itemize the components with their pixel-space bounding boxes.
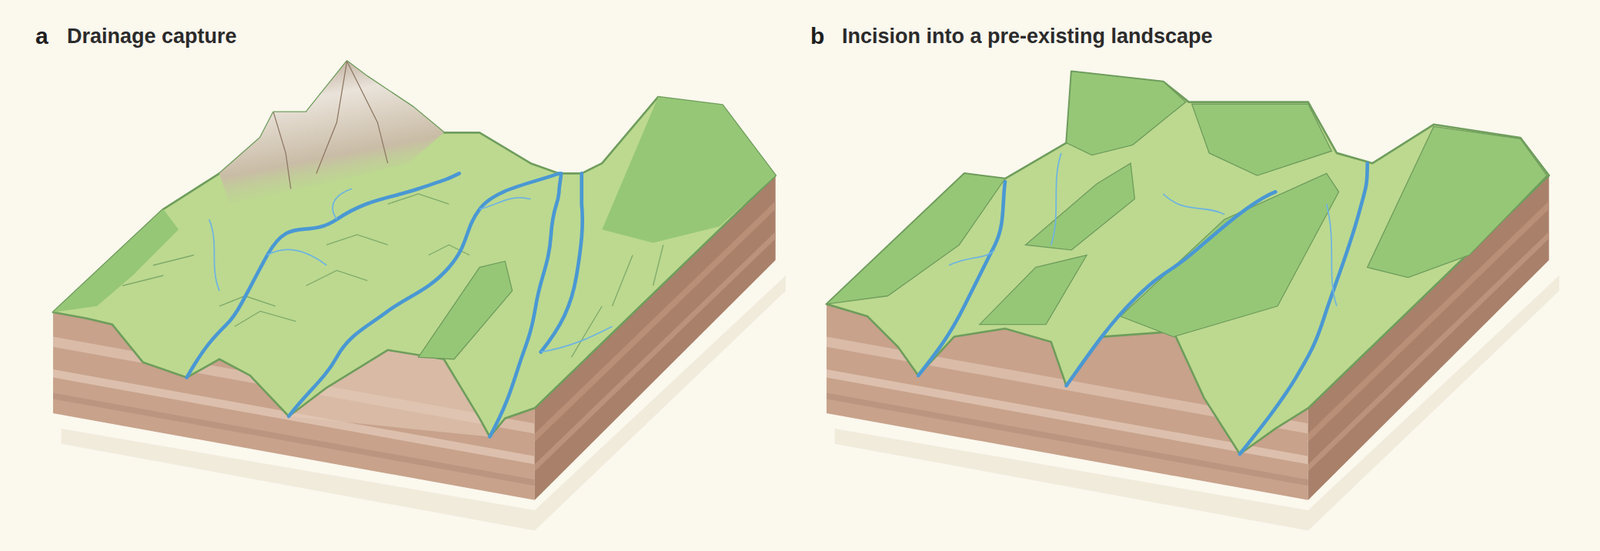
panel-title: Incision into a pre-existing landscape <box>841 23 1213 49</box>
panel-letter: b <box>810 22 825 51</box>
block-b <box>826 71 1550 501</box>
block-a <box>53 61 776 501</box>
panel-title: Drainage capture <box>66 23 238 49</box>
panel-letter: a <box>35 22 49 51</box>
